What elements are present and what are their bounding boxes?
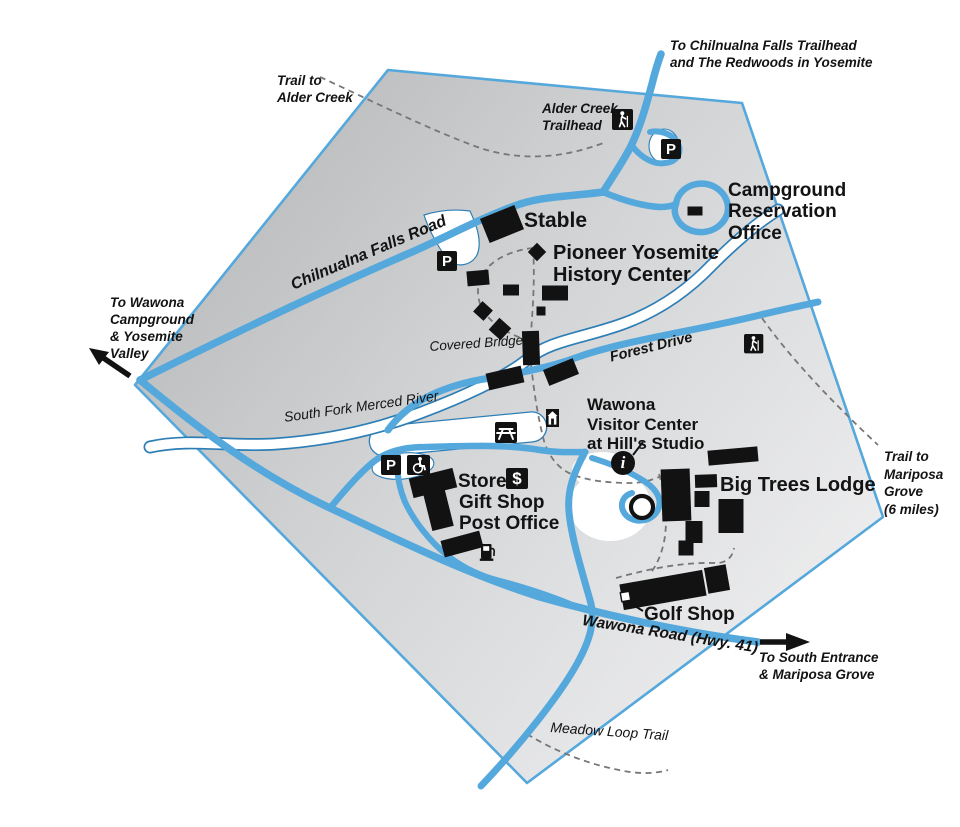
label-trail-to-alder-creek: Trail to Alder Creek [277,73,353,105]
label-gift-shop: Gift Shop [459,492,545,513]
golf-shop-pointer [629,602,644,612]
label-golf-shop: Golf Shop [644,604,735,625]
building-lodge [718,499,744,533]
wawona-road-south-branch [477,448,596,790]
building-lodge [694,474,718,488]
building [542,358,580,386]
direction-arrows [89,348,810,651]
forest-drive [384,298,822,434]
parking-glyph: P [441,252,452,270]
fountain-circle [628,493,656,521]
building-lodge-main [660,468,692,522]
roads [136,50,822,790]
history-center-loop-path [477,247,534,342]
golf-shop-marker-icon [619,590,632,603]
label-big-trees-lodge: Big Trees Lodge [720,474,876,496]
chilnualna-falls-road-north [599,50,665,196]
restroom-icon [546,409,559,427]
history-center-path [530,247,535,334]
label-stable: Stable [524,209,588,232]
building [542,285,568,301]
south-fork-merced-river [143,203,785,454]
building-gas-station [440,530,484,558]
building-lodge [685,521,703,543]
parking-icon: P [381,455,401,475]
campground-office-loop [671,180,732,236]
golf-footpath [615,547,735,579]
label-to-wawona-campground: To Wawona Campground & Yosemite Valley [110,295,194,361]
label-to-chilnualna-falls: To Chilnualna Falls Trailhead and The Re… [670,38,873,70]
east-arrow-icon [786,633,810,651]
building [466,269,490,287]
gas-pump-icon [479,544,496,561]
west-arrow-icon [89,348,109,365]
dollar-icon: $ [506,468,528,489]
west-arrow-shaft [100,354,132,379]
wheelchair-icon [407,455,430,475]
label-pioneer-history-center: Pioneer Yosemite History Center [553,242,719,286]
label-campground-reservation-office: Campground Reservation Office [728,180,847,244]
lodge-footpath [649,473,667,575]
hiker-icon [612,109,633,130]
parking-icon: P [437,251,457,271]
building [488,317,512,341]
visitor-center-pointer [632,441,644,456]
buildings [408,205,759,611]
building-lodge [694,491,710,507]
building-store [408,467,458,499]
building [473,301,493,321]
parking-icon: P [661,139,681,159]
building-stable [479,205,525,243]
meadow-loop-trail [526,733,669,774]
label-wawona-visitor-center: Wawona Visitor Center at Hill's Studio [587,395,705,454]
trails [319,76,879,774]
building-store [422,484,454,532]
label-post-office: Post Office [459,513,560,534]
building [527,242,547,262]
building-lodge [707,446,759,466]
parking-glyph: P [385,456,396,474]
lodge-green-clearing [569,471,651,541]
building-golf [703,564,731,594]
label-to-south-entrance: To South Entrance & Mariposa Grove [759,650,879,682]
building-lodge [678,540,694,556]
mariposa-grove-trail [761,317,879,446]
hiker-icon [744,334,764,354]
info-glyph: i [620,453,626,472]
building-golf-shop [619,569,707,611]
label-store: Store [458,471,507,492]
meadow-road [326,442,589,512]
info-icon: i [611,451,635,475]
label-trail-to-mariposa-grove: Trail to Mariposa Grove (6 miles) [884,449,944,517]
wawona-road [136,376,762,646]
parking-glyph: P [665,140,676,158]
lodge-circle-drive [589,455,663,524]
chilnualna-falls-road [136,188,607,384]
label-alder-creek-trailhead: Alder Creek Trailhead [542,101,618,133]
building [503,284,519,296]
picnic-icon [495,422,517,443]
building-reservation-office [687,206,703,216]
building [536,306,546,316]
building-covered-bridge [521,330,541,366]
dollar-glyph: $ [512,468,522,488]
river-water [145,205,783,452]
building [485,365,525,391]
bridge-footpath [530,363,662,484]
